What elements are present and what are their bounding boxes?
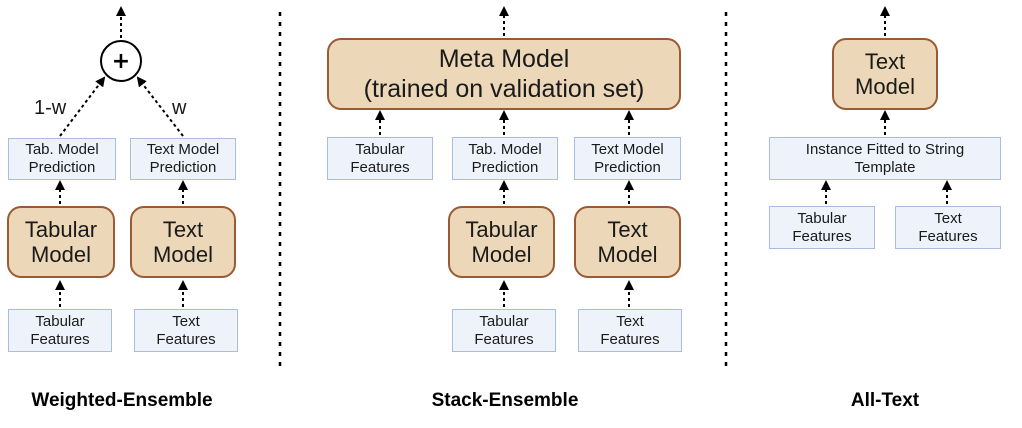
alltext-text-features: Text Features <box>895 206 1001 249</box>
stack-text-prediction: Text Model Prediction <box>574 137 681 180</box>
weighted-ensemble-title: Weighted-Ensemble <box>31 390 213 411</box>
weighted-text-prediction: Text Model Prediction <box>130 138 236 180</box>
stack-tabular-features: Tabular Features <box>452 309 556 352</box>
stack-tabular-features-top: Tabular Features <box>327 137 433 180</box>
alltext-string-template: Instance Fitted to String Template <box>769 137 1001 180</box>
stack-text-features: Text Features <box>578 309 682 352</box>
weighted-text-features: Text Features <box>134 309 238 352</box>
weight-label-left: 1-w <box>34 97 67 119</box>
stack-ensemble-title: Stack-Ensemble <box>431 390 579 411</box>
dashed-arrow <box>136 76 184 137</box>
dashed-arrow <box>59 76 106 137</box>
weighted-text-model: Text Model <box>130 206 236 278</box>
alltext-text-model: Text Model <box>832 38 938 110</box>
stack-text-model: Text Model <box>574 206 681 278</box>
weighted-tabular-features: Tabular Features <box>8 309 112 352</box>
sum-operator: + <box>100 40 142 82</box>
stack-tab-prediction: Tab. Model Prediction <box>452 137 558 180</box>
weighted-tabular-model: Tabular Model <box>7 206 115 278</box>
stack-meta-model: Meta Model (trained on validation set) <box>327 38 681 110</box>
weighted-tab-prediction: Tab. Model Prediction <box>8 138 116 180</box>
arrow-group <box>55 6 952 307</box>
weight-label-right: w <box>172 97 187 119</box>
stack-tabular-model: Tabular Model <box>448 206 555 278</box>
alltext-tabular-features: Tabular Features <box>769 206 875 249</box>
alltext-title: All-Text <box>850 390 920 411</box>
